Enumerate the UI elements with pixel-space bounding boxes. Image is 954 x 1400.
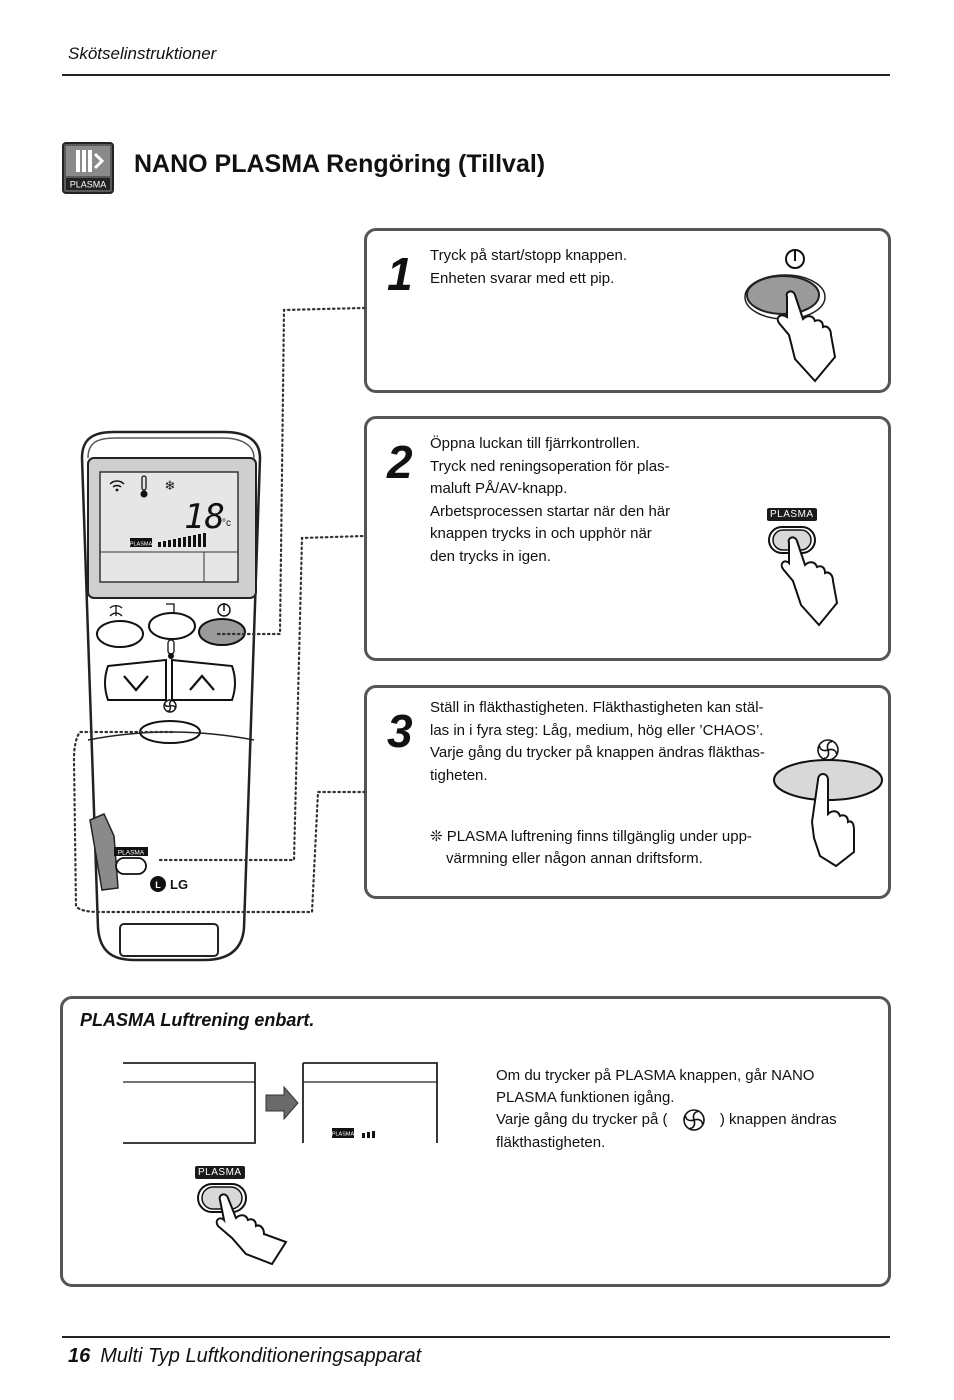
description-part: Varje gång du trycker på ( — [496, 1110, 668, 1128]
power-button-press-icon — [744, 249, 837, 383]
step-text-line: tigheten. — [430, 766, 488, 784]
step-1-text: Tryck på start/stopp knappen. Enheten sv… — [430, 245, 730, 290]
step-number: 2 — [387, 436, 413, 488]
step-text-line: den trycks in igen. — [430, 547, 551, 565]
remote-display-unit: °c — [222, 518, 231, 529]
page-title: NANO PLASMA Rengöring (Tillval) — [134, 150, 546, 178]
step-text-line: knappen trycks in och upphör när — [430, 525, 652, 542]
step-text-line: Ställ in fläkthastigheten. Fläkthastighe… — [430, 699, 764, 716]
remote-control: ❄ 18 °c PLASMA PLASMA L LG — [80, 430, 262, 962]
display-after-plasma: PLASMA — [332, 1132, 355, 1138]
section-header: Skötselinstruktioner — [68, 44, 217, 63]
plasma-only-description: Om du trycker på PLASMA knappen, går NAN… — [496, 1065, 866, 1154]
step-text-line: Öppna luckan till fjärrkontrollen. — [430, 435, 641, 452]
footer-text: Multi Typ Luftkonditioneringsapparat — [100, 1345, 422, 1367]
remote-display-temp: 18 — [184, 497, 225, 537]
arrow-right-icon — [265, 1085, 299, 1121]
footer-rule — [62, 1336, 890, 1338]
remote-brand: LG — [170, 877, 188, 892]
display-before — [123, 1062, 256, 1144]
step-3-note: ❊ PLASMA luftrening finns tillgänglig un… — [430, 826, 790, 870]
description-line: Om du trycker på PLASMA knappen, går NAN… — [496, 1067, 815, 1106]
plasma-icon: PLASMA — [62, 142, 114, 194]
step-text-line: Enheten svarar med ett pip. — [430, 269, 615, 287]
step-2-box: 2 Öppna luckan till fjärrkontrollen. Try… — [364, 416, 891, 661]
step-number: 1 — [387, 248, 413, 300]
svg-text:L: L — [155, 880, 161, 890]
step-text-line: maluft PÅ/AV-knapp. — [430, 480, 568, 497]
step-text-line: Arbetsprocessen startar när den här — [430, 502, 671, 520]
page-number: 16 — [68, 1345, 91, 1367]
plasma-only-title: PLASMA Luftrening enbart. — [80, 1010, 315, 1030]
step-text-line: Varje gång du trycker på knappen ändras … — [430, 744, 765, 761]
plasma-icon-label: PLASMA — [70, 180, 107, 190]
remote-display-plasma: PLASMA — [130, 542, 153, 548]
remote-door-plasma-label: PLASMA — [118, 850, 145, 857]
plasma-button-label: PLASMA — [767, 508, 817, 521]
plasma-only-box — [60, 996, 891, 1287]
step-text-line: las in i fyra steg: Låg, medium, hög ell… — [430, 721, 764, 739]
step-text-line: Tryck på start/stopp knappen. — [430, 247, 628, 264]
note-line: ❊ PLASMA luftrening finns tillgänglig un… — [430, 828, 752, 845]
bottom-plasma-button-label: PLASMA — [195, 1166, 245, 1179]
step-2-text: Öppna luckan till fjärrkontrollen. Tryck… — [430, 433, 750, 568]
page-footer: 16 Multi Typ Luftkonditioneringsapparat — [68, 1345, 421, 1368]
display-after: PLASMA — [302, 1062, 438, 1143]
step-number: 3 — [387, 705, 413, 757]
note-line: värmning eller någon annan driftsform. — [446, 850, 703, 867]
step-3-box: 3 Ställ in fläkthastigheten. Fläkthastig… — [364, 685, 891, 899]
description-part: ) knappen ändras fläkthastigheten. — [496, 1110, 837, 1151]
description-line-2: Varje gång du trycker på ( ) knappen änd… — [496, 1108, 866, 1154]
fan-button-press-icon — [773, 739, 883, 868]
header-rule — [62, 74, 890, 76]
plasma-button-press-icon — [768, 526, 839, 627]
bottom-plasma-button-press-icon — [197, 1183, 288, 1266]
step-3-text: Ställ in fläkthastigheten. Fläkthastighe… — [430, 697, 810, 787]
step-1-box: 1 Tryck på start/stopp knappen. Enheten … — [364, 228, 891, 393]
step-text-line: Tryck ned reningsoperation för plas- — [430, 457, 670, 475]
connector-lines — [72, 306, 366, 914]
fan-icon — [682, 1109, 705, 1131]
svg-text:❄: ❄ — [165, 479, 176, 494]
